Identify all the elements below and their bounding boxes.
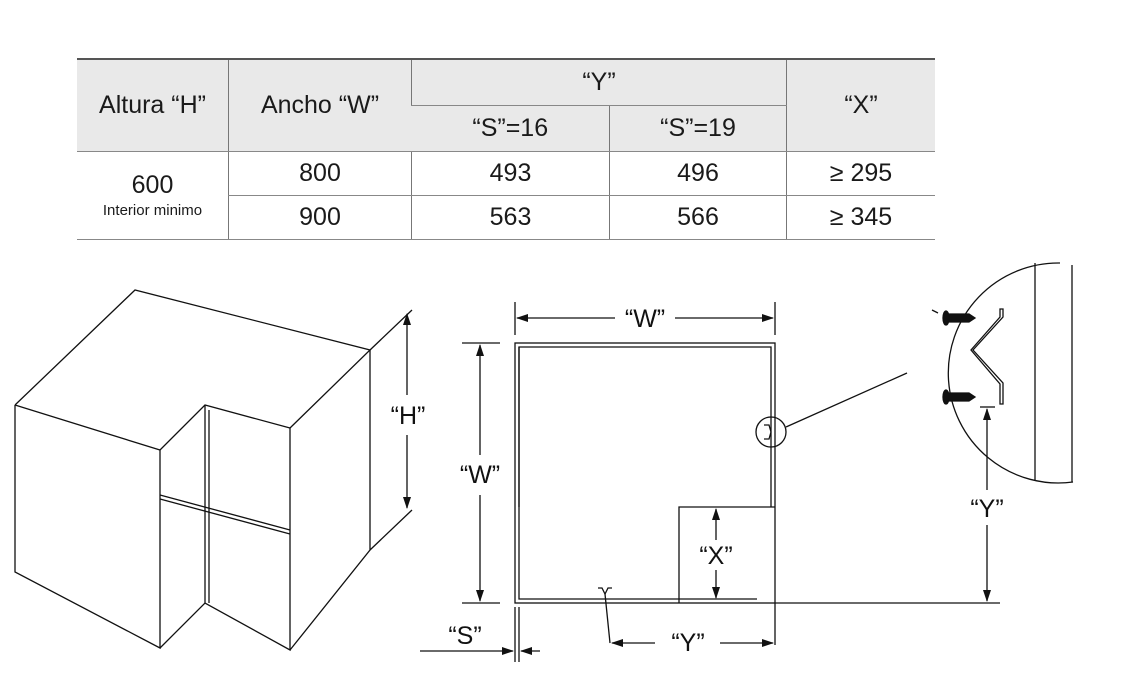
cell-w: 800 [228,151,412,196]
label-w-top: “W” [625,305,665,333]
cell-y16: 493 [411,151,610,196]
cell-y19: 496 [609,151,787,196]
header-ancho: Ancho “W” [228,59,412,152]
altura-cell: 600 Interior minimo [77,151,229,240]
detail-circle-large [931,262,1074,484]
label-y-bottom: “Y” [671,629,704,657]
altura-note: Interior minimo [102,202,203,219]
header-y: “Y” [411,59,787,106]
header-altura: Altura “H” [77,59,229,152]
cell-y19: 566 [609,195,787,240]
label-x: “X” [699,542,732,570]
cell-y16: 563 [411,195,610,240]
label-h: “H” [391,402,426,430]
cell-x: ≥ 345 [786,195,935,240]
cabinet-isometric [14,289,372,652]
detail-circle-small [755,416,787,448]
screw-icon [942,310,977,326]
screw-icon [942,389,977,405]
table-row: 900 563 566 ≥ 345 [77,195,935,240]
dimensions-table: Altura “H” Ancho “W” “Y” “X” “S”=16 “S”=… [77,58,935,240]
label-w-side: “W” [460,461,500,489]
cabinet-plan-view [514,342,787,644]
detail-leader-line [785,372,908,428]
table-row: 600 Interior minimo 800 493 496 ≥ 295 [77,151,935,240]
header-x: “X” [786,59,935,152]
header-s19: “S”=19 [609,105,787,152]
cell-w: 900 [228,195,412,240]
label-s: “S” [448,622,481,650]
cell-x: ≥ 295 [786,151,935,196]
altura-value: 600 [131,171,174,199]
dimension-h [369,309,413,551]
header-s16: “S”=16 [411,105,610,152]
label-y-right: “Y” [970,495,1003,523]
